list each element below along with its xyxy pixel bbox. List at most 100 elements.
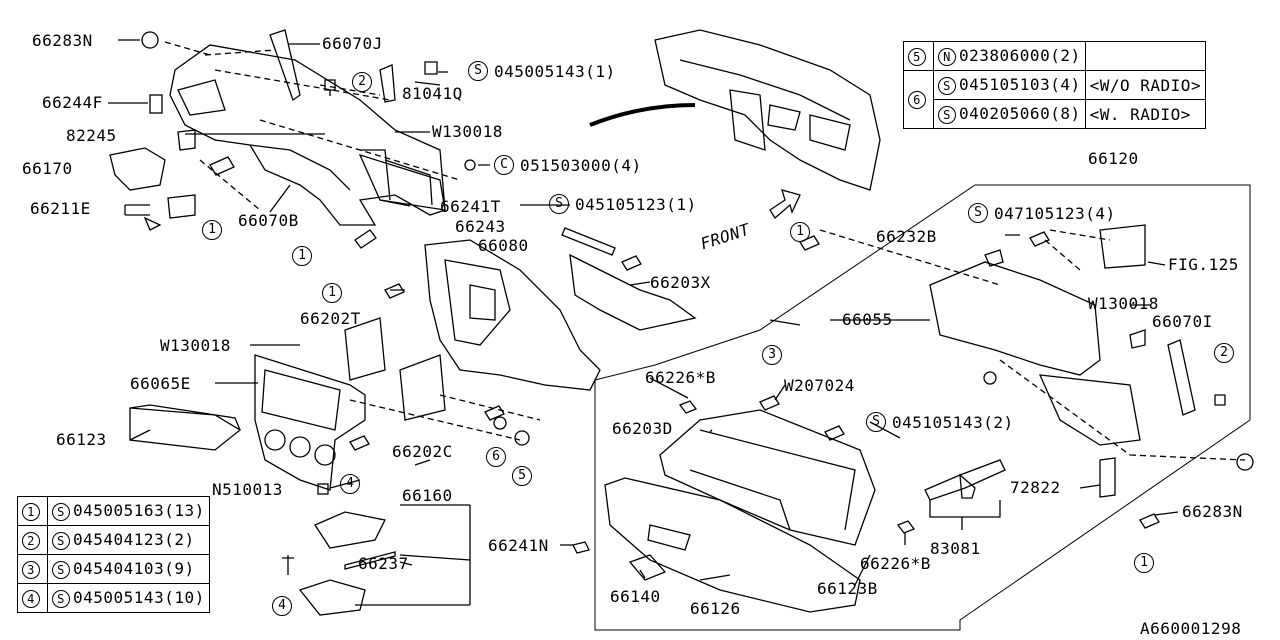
label-66241n: 66241N — [488, 536, 549, 555]
label-66055: 66055 — [842, 310, 893, 329]
callout-5-icon: 5 — [512, 466, 532, 486]
glovebox-lid-66126 — [604, 477, 861, 613]
legend-left-num: 4 — [22, 589, 40, 608]
screw — [759, 395, 780, 411]
label-w130018-b: W130018 — [160, 336, 231, 355]
clip-66232b — [984, 249, 1004, 267]
legend-right-note: <W. RADIO> — [1084, 99, 1207, 129]
c-callout-icon: C — [494, 155, 514, 175]
label-66237: 66237 — [358, 554, 409, 573]
legend-left-qty: (9) — [164, 559, 195, 579]
prefix-s-icon: S — [52, 502, 70, 521]
callout-2-icon: 2 — [1214, 343, 1234, 363]
tray-66160 — [314, 511, 386, 549]
legend-left-part: 045005143 — [73, 588, 165, 608]
label-045105143-2: 045105143(2) — [892, 413, 1014, 432]
screw — [424, 61, 438, 75]
clip-81041q — [379, 64, 396, 103]
clip-w130018 — [1129, 329, 1146, 349]
reference-code: A660001298 — [1140, 619, 1242, 638]
callout-4-icon: 4 — [340, 474, 360, 494]
part-66243 — [561, 227, 616, 256]
bracket-66202c — [399, 354, 446, 421]
part-66211e — [167, 194, 196, 219]
label-w207024: W207024 — [784, 376, 855, 395]
legend-left-qty: (2) — [164, 530, 195, 550]
screw — [209, 156, 235, 176]
label-66140: 66140 — [610, 587, 661, 606]
prefix-s-icon: S — [938, 105, 956, 124]
label-66070j: 66070J — [322, 34, 383, 53]
part-82245 — [177, 129, 196, 151]
label-047105123: 047105123(4) — [994, 204, 1116, 223]
label-w130018-a: W130018 — [432, 122, 503, 141]
dashboard-overview — [654, 29, 881, 191]
bracket-66202t — [344, 317, 386, 381]
legend-right-qty: (4) — [1050, 75, 1081, 95]
front-arrow — [769, 189, 801, 219]
label-81041q: 81041Q — [402, 84, 463, 103]
screw — [484, 405, 505, 421]
callout-1-icon: 1 — [292, 246, 312, 266]
callout-1-icon: 1 — [1134, 553, 1154, 573]
label-66203d: 66203D — [612, 419, 673, 438]
glovebox-housing-66055 — [929, 261, 1101, 376]
part-66170 — [109, 147, 166, 191]
label-66283n-top: 66283N — [32, 31, 93, 50]
callout-2-icon: 2 — [352, 72, 372, 92]
legend-left-num: 3 — [22, 560, 40, 579]
prefix-n-icon: N — [938, 47, 956, 66]
label-66283n-bottom: 66283N — [1182, 502, 1243, 521]
label-83081: 83081 — [930, 539, 981, 558]
screw — [799, 235, 820, 251]
legend-right-part: 045105103 — [959, 75, 1051, 95]
label-66170: 66170 — [22, 159, 73, 178]
screw — [1214, 394, 1226, 406]
legend-right-note — [1084, 41, 1207, 71]
screw — [824, 425, 845, 441]
label-66065e: 66065E — [130, 374, 191, 393]
legend-left-part: 045404103 — [73, 559, 165, 579]
label-66202c: 66202C — [392, 442, 453, 461]
bracket-66070j — [269, 29, 301, 102]
legend-right-part: 040205060 — [959, 104, 1051, 124]
callout-4-icon: 4 — [272, 596, 292, 616]
label-045005143-1: 045005143(1) — [494, 62, 616, 81]
screw — [354, 229, 377, 249]
label-72822 — [1099, 457, 1116, 498]
label-051503000: 051503000(4) — [520, 156, 642, 175]
center-console-66080 — [424, 239, 601, 391]
legend-left-num: 1 — [22, 502, 40, 521]
screw — [621, 255, 642, 271]
label-66203x: 66203X — [650, 273, 711, 292]
grommet-66241n — [572, 541, 590, 554]
label-66202t: 66202T — [300, 309, 361, 328]
label-n510013: N510013 — [212, 480, 283, 499]
s-callout-icon: S — [468, 61, 488, 81]
nut — [678, 400, 698, 414]
prefix-s-icon: S — [52, 531, 70, 550]
label-66226b-b: 66226*B — [860, 554, 931, 573]
label-66070i: 66070I — [1152, 312, 1213, 331]
callout-1-icon: 1 — [322, 283, 342, 303]
label-66120: 66120 — [1088, 149, 1139, 168]
part-66203x — [569, 253, 697, 331]
s-callout-icon: S — [968, 203, 988, 223]
label-66211e: 66211E — [30, 199, 91, 218]
legend-right-qty: (8) — [1050, 104, 1081, 124]
label-66126: 66126 — [690, 599, 741, 618]
rod-66237 — [344, 551, 396, 570]
bracket-66070i — [1167, 339, 1196, 416]
part-66244f — [149, 94, 163, 114]
label-66123: 66123 — [56, 430, 107, 449]
callout-1-icon: 1 — [790, 222, 810, 242]
label-66244f: 66244F — [42, 93, 103, 112]
label-66070b: 66070B — [238, 211, 299, 230]
callout-6-icon: 6 — [486, 447, 506, 467]
glovebox-inner-66203d — [659, 409, 876, 546]
bracket-66241t — [358, 153, 446, 211]
legend-left-qty: (13) — [164, 501, 205, 521]
